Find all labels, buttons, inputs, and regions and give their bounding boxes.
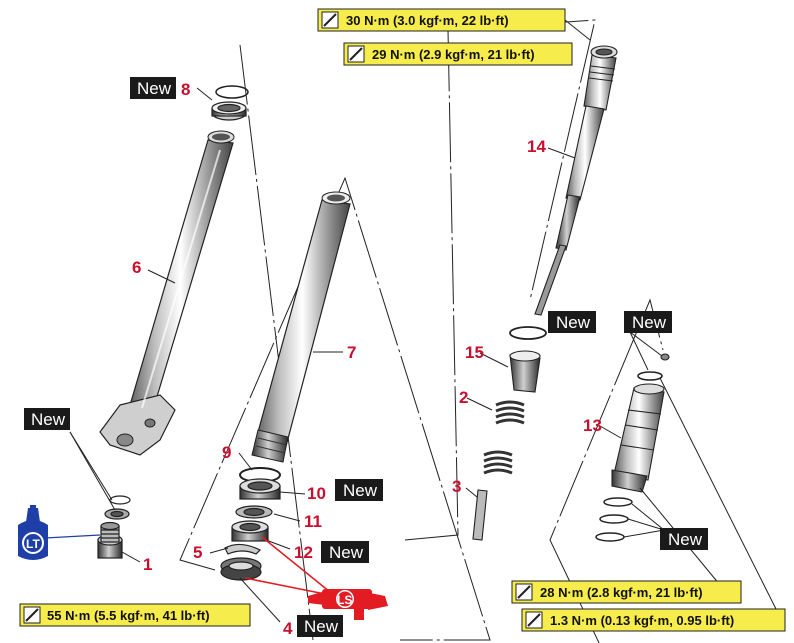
part-number-12: 12 — [294, 543, 313, 562]
svg-text:New: New — [556, 313, 591, 332]
torque-spec-55: 55 N·m (5.5 kgf·m, 41 lb·ft) — [19, 603, 251, 627]
new-badge: New — [548, 311, 596, 333]
new-badge: New — [335, 479, 383, 501]
inner-tube — [251, 191, 351, 463]
torque-wrench-icon — [321, 11, 339, 29]
new-badge: New — [130, 77, 176, 99]
spring-assembly — [472, 326, 547, 541]
svg-text:New: New — [31, 410, 66, 429]
locktite-label: LT — [26, 537, 40, 551]
svg-text:New: New — [137, 79, 172, 98]
part-number-5: 5 — [193, 543, 202, 562]
svg-text:New: New — [304, 617, 339, 636]
part-number-2: 2 — [459, 388, 468, 407]
new-badges: New New New New New New New New — [24, 77, 708, 637]
torque-wrench-icon — [515, 583, 533, 601]
new-badge: New — [624, 311, 672, 333]
part-number-6: 6 — [132, 258, 141, 277]
svg-text:29 N·m (2.9 kgf·m, 21 lb·ft): 29 N·m (2.9 kgf·m, 21 lb·ft) — [372, 47, 535, 62]
part-number-9: 9 — [222, 443, 231, 462]
svg-text:30 N·m (3.0 kgf·m, 22 lb·ft): 30 N·m (3.0 kgf·m, 22 lb·ft) — [346, 13, 509, 28]
new-badge: New — [297, 615, 343, 637]
torque-specs: 30 N·m (3.0 kgf·m, 22 lb·ft) 29 N·m (2.9… — [19, 8, 786, 632]
new-badge: New — [321, 541, 369, 563]
part-numbers: 8 6 7 9 10 11 12 5 4 1 14 15 2 3 13 — [132, 80, 602, 638]
torque-spec-1-3: 1.3 N·m (0.13 kgf·m, 0.95 lb·ft) — [521, 608, 786, 632]
grease-label: LS — [337, 593, 352, 607]
svg-text:28 N·m (2.8 kgf·m, 21 lb·ft): 28 N·m (2.8 kgf·m, 21 lb·ft) — [540, 585, 703, 600]
torque-spec-29: 29 N·m (2.9 kgf·m, 21 lb·ft) — [343, 42, 573, 66]
torque-wrench-icon — [23, 606, 41, 624]
locktite-bottle-icon: LT — [18, 505, 48, 560]
part-number-4: 4 — [283, 619, 293, 638]
svg-text:1.3 N·m (0.13 kgf·m, 0.95 lb·f: 1.3 N·m (0.13 kgf·m, 0.95 lb·ft) — [550, 613, 734, 628]
grease-gun-icon: LS — [308, 589, 388, 620]
svg-text:New: New — [343, 481, 378, 500]
part-number-7: 7 — [347, 343, 356, 362]
svg-text:New: New — [632, 313, 667, 332]
torque-spec-30: 30 N·m (3.0 kgf·m, 22 lb·ft) — [317, 8, 566, 32]
damper-cartridge — [595, 353, 670, 542]
drain-bolt — [97, 521, 123, 559]
svg-text:New: New — [668, 530, 703, 549]
part-number-15: 15 — [465, 343, 484, 362]
part-number-10: 10 — [307, 484, 326, 503]
torque-spec-28: 28 N·m (2.8 kgf·m, 21 lb·ft) — [511, 580, 742, 604]
locktite-leader — [44, 534, 101, 539]
part-number-3: 3 — [452, 477, 461, 496]
part-number-8: 8 — [181, 80, 190, 99]
new-badge: New — [660, 528, 708, 550]
outer-tube — [99, 130, 235, 456]
part-number-13: 13 — [583, 416, 602, 435]
damper-rod — [534, 45, 618, 316]
part-number-11: 11 — [304, 512, 322, 531]
svg-text:New: New — [329, 543, 364, 562]
seal-rings — [104, 85, 281, 581]
part-number-14: 14 — [527, 137, 546, 156]
torque-wrench-icon — [525, 611, 543, 629]
part-number-1: 1 — [143, 555, 152, 574]
new-badge: New — [24, 408, 70, 430]
svg-text:55 N·m (5.5 kgf·m, 41 lb·ft): 55 N·m (5.5 kgf·m, 41 lb·ft) — [47, 608, 210, 623]
torque-wrench-icon — [347, 45, 365, 63]
